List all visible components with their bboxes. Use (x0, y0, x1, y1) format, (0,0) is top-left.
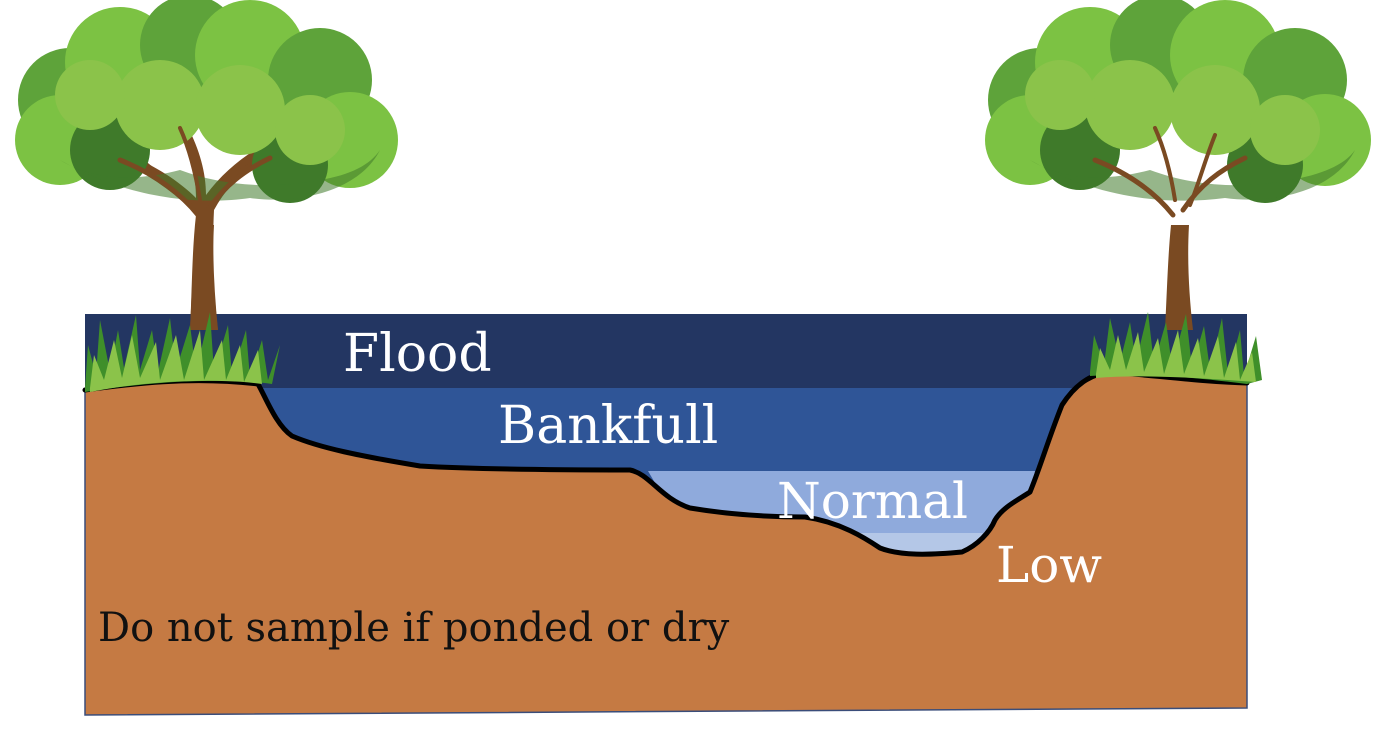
label-flood: Flood (343, 324, 492, 384)
sampling-note: Do not sample if ponded or dry (98, 605, 730, 651)
grass-tuft-icon (85, 312, 280, 392)
label-bankfull: Bankfull (498, 396, 718, 456)
label-low: Low (996, 536, 1102, 594)
flood-band (85, 314, 1247, 394)
tree-icon (985, 0, 1371, 330)
grass-tuft-icon (1090, 312, 1262, 384)
label-normal: Normal (777, 472, 968, 530)
stream-bed-line (82, 369, 1250, 557)
tree-icon (15, 0, 398, 330)
